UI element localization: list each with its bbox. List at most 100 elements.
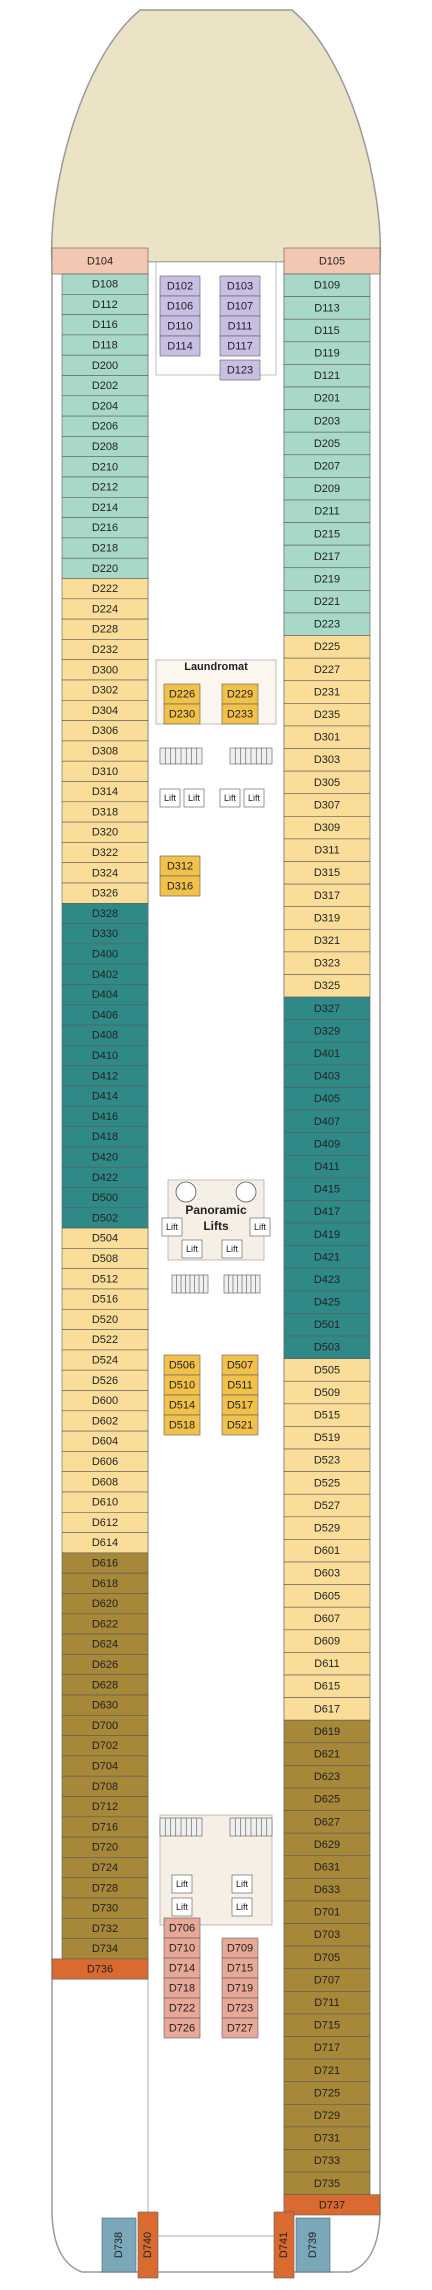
cabin-d222[interactable]: D222 bbox=[61, 578, 149, 600]
cabin-d301[interactable]: D301 bbox=[283, 725, 371, 749]
cabin-d230[interactable]: D230 bbox=[163, 703, 201, 725]
cabin-d726[interactable]: D726 bbox=[163, 2017, 201, 2039]
cabin-d521[interactable]: D521 bbox=[221, 1414, 259, 1436]
cabin-d235[interactable]: D235 bbox=[283, 703, 371, 727]
cabin-d325[interactable]: D325 bbox=[283, 974, 371, 998]
cabin-d416[interactable]: D416 bbox=[61, 1106, 149, 1127]
cabin-d526[interactable]: D526 bbox=[61, 1369, 149, 1391]
cabin-d604[interactable]: D604 bbox=[61, 1430, 149, 1452]
cabin-d223[interactable]: D223 bbox=[283, 612, 371, 636]
cabin-d511[interactable]: D511 bbox=[221, 1374, 259, 1396]
cabin-d104[interactable]: D104 bbox=[51, 247, 149, 275]
cabin-d418[interactable]: D418 bbox=[61, 1126, 149, 1148]
cabin-d415[interactable]: D415 bbox=[283, 1177, 371, 1201]
cabin-d714[interactable]: D714 bbox=[163, 1957, 201, 1979]
cabin-d403[interactable]: D403 bbox=[283, 1064, 371, 1088]
cabin-d730[interactable]: D730 bbox=[61, 1897, 149, 1919]
cabin-d308[interactable]: D308 bbox=[61, 740, 149, 762]
cabin-d102[interactable]: D102 bbox=[159, 275, 201, 297]
cabin-d705[interactable]: D705 bbox=[283, 1945, 371, 1970]
cabin-d628[interactable]: D628 bbox=[61, 1674, 149, 1696]
cabin-d304[interactable]: D304 bbox=[61, 699, 149, 721]
cabin-d305[interactable]: D305 bbox=[283, 770, 371, 795]
cabin-d206[interactable]: D206 bbox=[61, 415, 149, 437]
cabin-d411[interactable]: D411 bbox=[283, 1154, 371, 1179]
cabin-d117[interactable]: D117 bbox=[219, 335, 261, 357]
cabin-d725[interactable]: D725 bbox=[283, 2081, 371, 2105]
cabin-d306[interactable]: D306 bbox=[61, 720, 149, 742]
cabin-d215[interactable]: D215 bbox=[283, 522, 371, 546]
cabin-d610[interactable]: D610 bbox=[61, 1491, 149, 1513]
cabin-d112[interactable]: D112 bbox=[61, 293, 149, 315]
cabin-d307[interactable]: D307 bbox=[283, 793, 371, 817]
cabin-d625[interactable]: D625 bbox=[283, 1787, 371, 1811]
cabin-d309[interactable]: D309 bbox=[283, 816, 371, 840]
cabin-d735[interactable]: D735 bbox=[283, 2171, 371, 2195]
cabin-d701[interactable]: D701 bbox=[283, 1900, 371, 1924]
cabin-d703[interactable]: D703 bbox=[283, 1923, 371, 1947]
cabin-d327[interactable]: D327 bbox=[283, 996, 371, 1020]
cabin-d623[interactable]: D623 bbox=[283, 1765, 371, 1789]
cabin-d739[interactable]: D739 bbox=[295, 2217, 331, 2273]
cabin-d310[interactable]: D310 bbox=[61, 760, 149, 782]
cabin-d226[interactable]: D226 bbox=[163, 683, 201, 705]
cabin-d514[interactable]: D514 bbox=[163, 1394, 201, 1416]
cabin-d409[interactable]: D409 bbox=[283, 1132, 371, 1156]
cabin-d525[interactable]: D525 bbox=[283, 1471, 371, 1495]
cabin-d425[interactable]: D425 bbox=[283, 1290, 371, 1314]
cabin-d719[interactable]: D719 bbox=[221, 1977, 259, 1999]
cabin-d329[interactable]: D329 bbox=[283, 1019, 371, 1043]
cabin-d718[interactable]: D718 bbox=[163, 1977, 201, 1999]
cabin-d316[interactable]: D316 bbox=[159, 875, 201, 897]
cabin-d512[interactable]: D512 bbox=[61, 1268, 149, 1290]
cabin-d231[interactable]: D231 bbox=[283, 680, 371, 704]
cabin-d321[interactable]: D321 bbox=[283, 928, 371, 953]
cabin-d617[interactable]: D617 bbox=[283, 1697, 371, 1721]
cabin-d710[interactable]: D710 bbox=[163, 1937, 201, 1959]
cabin-d227[interactable]: D227 bbox=[283, 657, 371, 682]
cabin-d233[interactable]: D233 bbox=[221, 703, 259, 725]
cabin-d407[interactable]: D407 bbox=[283, 1109, 371, 1133]
cabin-d204[interactable]: D204 bbox=[61, 395, 149, 417]
cabin-d404[interactable]: D404 bbox=[61, 984, 149, 1006]
cabin-d516[interactable]: D516 bbox=[61, 1288, 149, 1310]
cabin-d107[interactable]: D107 bbox=[219, 295, 261, 317]
cabin-d218[interactable]: D218 bbox=[61, 537, 149, 559]
cabin-d715[interactable]: D715 bbox=[221, 1957, 259, 1979]
cabin-d422[interactable]: D422 bbox=[61, 1166, 149, 1188]
cabin-d720[interactable]: D720 bbox=[61, 1836, 149, 1858]
cabin-d738[interactable]: D738 bbox=[101, 2217, 137, 2273]
cabin-d732[interactable]: D732 bbox=[61, 1918, 149, 1939]
cabin-d506[interactable]: D506 bbox=[163, 1354, 201, 1376]
cabin-d123[interactable]: D123 bbox=[219, 359, 261, 381]
cabin-d110[interactable]: D110 bbox=[159, 315, 201, 337]
cabin-d729[interactable]: D729 bbox=[283, 2104, 371, 2128]
cabin-d736[interactable]: D736 bbox=[51, 1958, 149, 1980]
cabin-d111[interactable]: D111 bbox=[219, 315, 261, 337]
cabin-d417[interactable]: D417 bbox=[283, 1200, 371, 1224]
cabin-d734[interactable]: D734 bbox=[61, 1938, 149, 1960]
cabin-d312[interactable]: D312 bbox=[159, 855, 201, 877]
cabin-d733[interactable]: D733 bbox=[283, 2149, 371, 2173]
cabin-d328[interactable]: D328 bbox=[61, 902, 149, 924]
cabin-d207[interactable]: D207 bbox=[283, 454, 371, 478]
cabin-d717[interactable]: D717 bbox=[283, 2036, 371, 2060]
cabin-d715[interactable]: D715 bbox=[283, 2013, 371, 2037]
cabin-d721[interactable]: D721 bbox=[283, 2058, 371, 2083]
cabin-d619[interactable]: D619 bbox=[283, 1719, 371, 1744]
cabin-d208[interactable]: D208 bbox=[61, 436, 149, 457]
cabin-d731[interactable]: D731 bbox=[283, 2126, 371, 2150]
cabin-d217[interactable]: D217 bbox=[283, 544, 371, 569]
cabin-d200[interactable]: D200 bbox=[61, 354, 149, 376]
cabin-d318[interactable]: D318 bbox=[61, 801, 149, 823]
cabin-d615[interactable]: D615 bbox=[283, 1674, 371, 1698]
cabin-d228[interactable]: D228 bbox=[61, 618, 149, 640]
cabin-d324[interactable]: D324 bbox=[61, 862, 149, 884]
cabin-d408[interactable]: D408 bbox=[61, 1024, 149, 1046]
cabin-d621[interactable]: D621 bbox=[283, 1742, 371, 1766]
cabin-d522[interactable]: D522 bbox=[61, 1329, 149, 1351]
cabin-d402[interactable]: D402 bbox=[61, 963, 149, 985]
cabin-d605[interactable]: D605 bbox=[283, 1584, 371, 1608]
cabin-d419[interactable]: D419 bbox=[283, 1222, 371, 1246]
cabin-d708[interactable]: D708 bbox=[61, 1775, 149, 1797]
